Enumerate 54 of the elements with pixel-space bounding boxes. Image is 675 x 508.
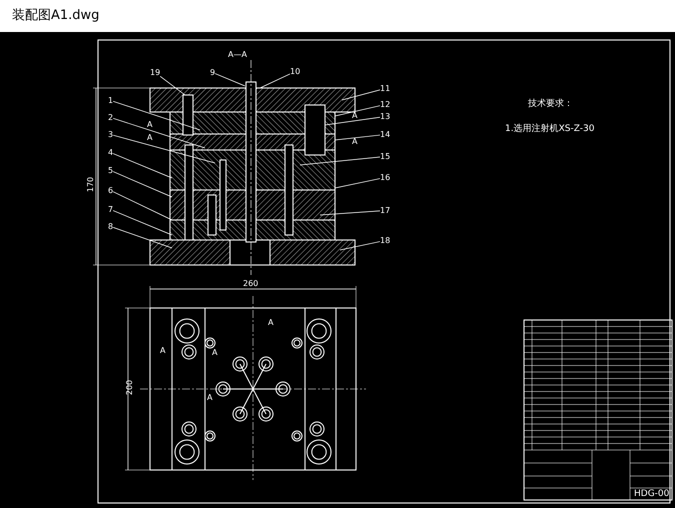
leader-line: [112, 134, 216, 164]
callout-number: 12: [380, 100, 390, 109]
callout-number: 5: [108, 166, 114, 175]
leader-line: [324, 116, 380, 126]
callout-number: 10: [290, 67, 300, 76]
section-label: A: [147, 133, 152, 142]
dimension-text: 170: [86, 176, 96, 192]
drawing-number: HDG-00: [634, 489, 670, 499]
leader-line: [112, 171, 172, 198]
leader-line: [342, 90, 380, 100]
callout-number: 15: [380, 152, 390, 161]
section-label: A: [147, 120, 152, 129]
callout-number: 9: [210, 68, 216, 77]
callout-number: 18: [380, 236, 390, 245]
note: 1.选用注射机XS-Z-30: [505, 125, 594, 134]
leader-line: [112, 227, 172, 248]
section-label: A: [207, 393, 212, 402]
file-title: 装配图A1.dwg: [12, 7, 100, 24]
section-label: A: [160, 346, 166, 355]
leader-line: [334, 178, 380, 188]
leader-line: [214, 73, 246, 86]
leader-line: [320, 210, 380, 216]
section-label: A: [212, 348, 218, 357]
leader-line: [112, 153, 172, 178]
leader-line: [112, 101, 200, 130]
callout-number: 3: [108, 130, 114, 139]
leader-line: [112, 191, 172, 220]
section-label: A: [352, 137, 358, 146]
heading: 技术要求：: [528, 100, 573, 109]
leader-line: [340, 241, 380, 250]
leader-line: [334, 105, 380, 116]
callout-number: 16: [380, 173, 390, 182]
callout-number: 13: [380, 112, 390, 121]
callout-number: 6: [108, 186, 114, 195]
callout-number: 4: [108, 148, 114, 157]
leader-line: [300, 156, 380, 166]
callout-number: 11: [380, 84, 390, 93]
dimension-text: 200: [125, 380, 134, 396]
callout-number: 17: [380, 206, 390, 215]
section-label: A: [352, 111, 358, 120]
leader-line: [160, 76, 186, 96]
leader-line: [112, 118, 206, 148]
callout-number: 19: [150, 68, 160, 77]
callout-number: 7: [108, 205, 114, 214]
section-label: A: [268, 318, 274, 327]
callout-number: 8: [108, 222, 114, 231]
leader-line: [334, 134, 380, 140]
leader-line: [260, 74, 290, 88]
callout-number: 2: [108, 113, 114, 122]
dimension-text: 260: [243, 279, 258, 288]
callout-number: 14: [380, 130, 390, 139]
callout-number: 1: [108, 96, 114, 105]
section-label: A—A: [228, 50, 247, 59]
leader-line: [112, 210, 172, 236]
